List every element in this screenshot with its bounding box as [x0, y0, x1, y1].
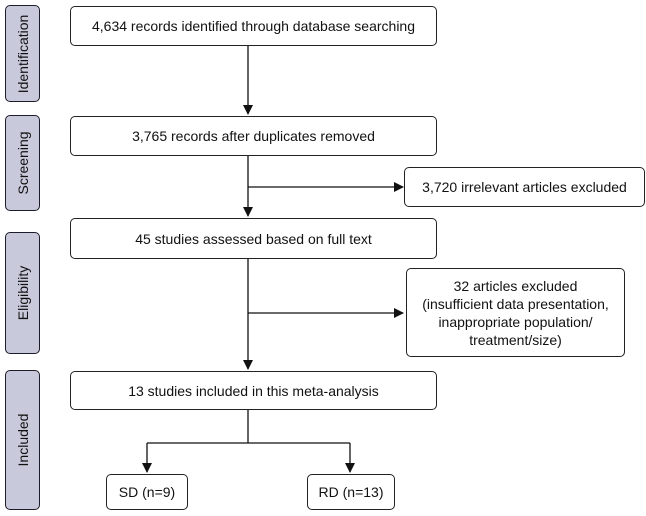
- phase-included-label: Included: [14, 413, 31, 467]
- excluded-line-4: treatment/size): [469, 331, 562, 348]
- phase-eligibility: Eligibility: [5, 232, 40, 354]
- rd-box: RD (n=13): [307, 474, 395, 510]
- excluded-line-3: inappropriate population/: [438, 313, 593, 330]
- phase-eligibility-label: Eligibility: [14, 265, 31, 321]
- sd-box: SD (n=9): [106, 474, 188, 510]
- phase-identification-label: Identification: [14, 14, 31, 93]
- articles-excluded-box: 32 articles excluded (insufficient data …: [406, 268, 625, 357]
- full-text-box: 45 studies assessed based on full text: [70, 218, 437, 259]
- irrelevant-excluded-box: 3,720 irrelevant articles excluded: [404, 167, 645, 207]
- after-duplicates-box: 3,765 records after duplicates removed: [70, 116, 437, 156]
- phase-included: Included: [5, 370, 40, 510]
- excluded-line-1: 32 articles excluded: [453, 277, 578, 294]
- phase-screening-label: Screening: [14, 131, 31, 195]
- phase-screening: Screening: [5, 115, 40, 211]
- phase-identification: Identification: [5, 5, 40, 102]
- included-studies-box: 13 studies included in this meta-analysi…: [70, 371, 437, 410]
- excluded-line-2: (insufficient data presentation,: [422, 295, 609, 312]
- records-identified-box: 4,634 records identified through databas…: [70, 6, 437, 46]
